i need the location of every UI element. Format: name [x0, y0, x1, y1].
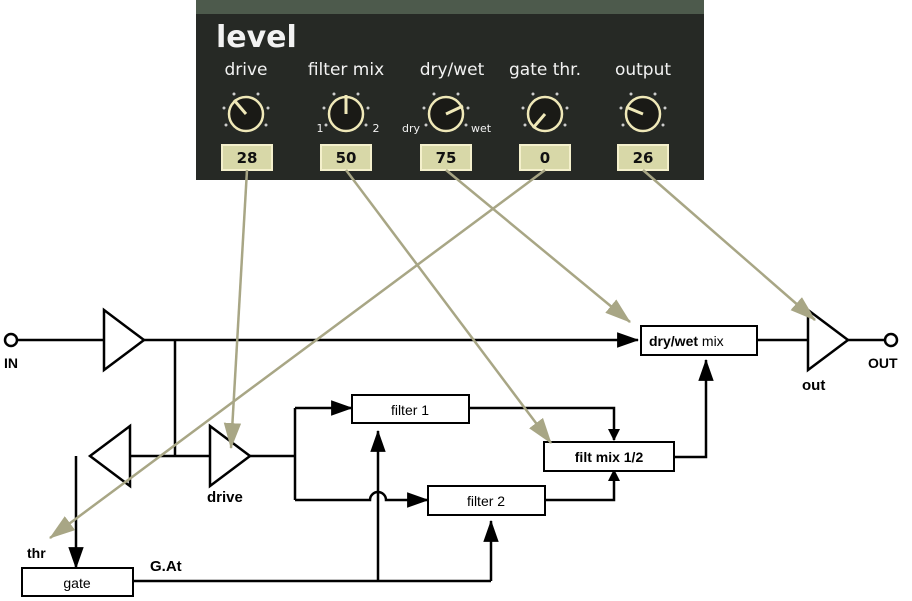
filter-mix-max-label: 2 — [373, 122, 380, 135]
filter2-block: filter 2 — [427, 485, 546, 516]
drive-amp-triangle — [208, 423, 253, 489]
dry-wet-mix-text: mix — [698, 333, 724, 349]
dry-wet-value: 75 — [436, 149, 457, 167]
gate-label: gate — [63, 575, 90, 591]
filter-mix-knob[interactable] — [322, 92, 370, 133]
input-amp-triangle — [102, 307, 147, 373]
drive-knob[interactable] — [222, 92, 270, 133]
output-control-arrow — [642, 169, 816, 321]
signal-lines — [18, 332, 884, 583]
drive-value-display[interactable]: 28 — [221, 144, 273, 171]
knob-label-filter-mix: filter mix — [308, 60, 384, 80]
filter2-label: filter 2 — [467, 493, 505, 509]
input-label: IN — [4, 355, 18, 371]
filter1-block: filter 1 — [351, 394, 470, 424]
output-terminal — [883, 332, 899, 348]
drive-control-arrow — [223, 169, 249, 450]
gate-thr-value-display[interactable]: 0 — [519, 144, 571, 171]
thr-label: thr — [27, 545, 46, 561]
knob-label-drive: drive — [224, 60, 267, 80]
gate-block: gate — [21, 567, 134, 597]
dry-wet-knob[interactable] — [422, 92, 470, 133]
drive-amp-label: drive — [207, 489, 243, 506]
knob-label-output: output — [615, 60, 671, 80]
dry-wet-mix-block: dry/wet mix — [640, 325, 758, 356]
dry-wet-bold-text: dry/wet — [649, 333, 698, 349]
knob-label-dry-wet: dry/wet — [420, 60, 485, 80]
panel-top-strip — [196, 0, 704, 14]
dry-wet-min-label: dry — [402, 122, 421, 135]
filter1-label: filter 1 — [391, 402, 429, 418]
output-amp-label: out — [802, 377, 825, 394]
output-knob[interactable] — [619, 92, 667, 133]
filter-mix-control-arrow — [345, 169, 552, 444]
input-terminal — [3, 332, 19, 348]
sidechain-amp-triangle — [87, 423, 132, 489]
gate-thr-control-arrow — [49, 168, 546, 540]
output-value-display[interactable]: 26 — [617, 144, 669, 171]
gate-thr-knob[interactable] — [521, 92, 569, 133]
filt-mix-label: filt mix 1/2 — [575, 449, 644, 465]
gate-thr-value: 0 — [540, 149, 550, 167]
output-label: OUT — [868, 355, 898, 371]
output-amp-triangle — [806, 307, 851, 373]
dry-wet-value-display[interactable]: 75 — [420, 144, 472, 171]
control-arrows — [49, 168, 816, 540]
filter-mix-min-label: 1 — [317, 122, 324, 135]
dry-wet-control-arrow — [445, 169, 631, 323]
knob-label-gate-thr: gate thr. — [509, 60, 581, 80]
filter-mix-value: 50 — [336, 149, 357, 167]
dry-wet-max-label: wet — [471, 122, 492, 135]
filt-mix-block: filt mix 1/2 — [543, 441, 675, 472]
dry-wet-mix-label: dry/wet mix — [649, 333, 724, 349]
panel-title: level — [216, 20, 297, 55]
output-value: 26 — [633, 149, 654, 167]
filter-mix-value-display[interactable]: 50 — [320, 144, 372, 171]
drive-value: 28 — [237, 149, 258, 167]
gate-attack-label: G.At — [150, 558, 182, 575]
control-panel: level drive filter mix dry/wet gate thr.… — [196, 0, 704, 180]
